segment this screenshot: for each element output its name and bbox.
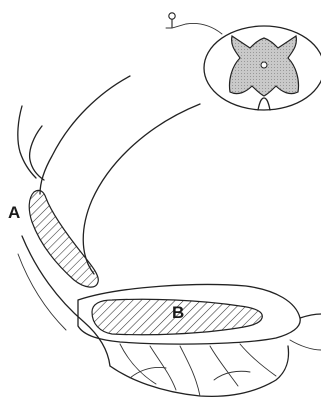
label-b: B [172, 303, 184, 322]
pin-marker-icon [166, 13, 222, 34]
back-outline [40, 76, 130, 194]
back-curve [83, 104, 200, 274]
lower-folds [110, 346, 289, 396]
spinal-cord-section-icon [204, 26, 321, 110]
label-a: A [8, 203, 20, 222]
shoulder-lobe [30, 126, 44, 180]
region-a-hatched [29, 190, 98, 287]
